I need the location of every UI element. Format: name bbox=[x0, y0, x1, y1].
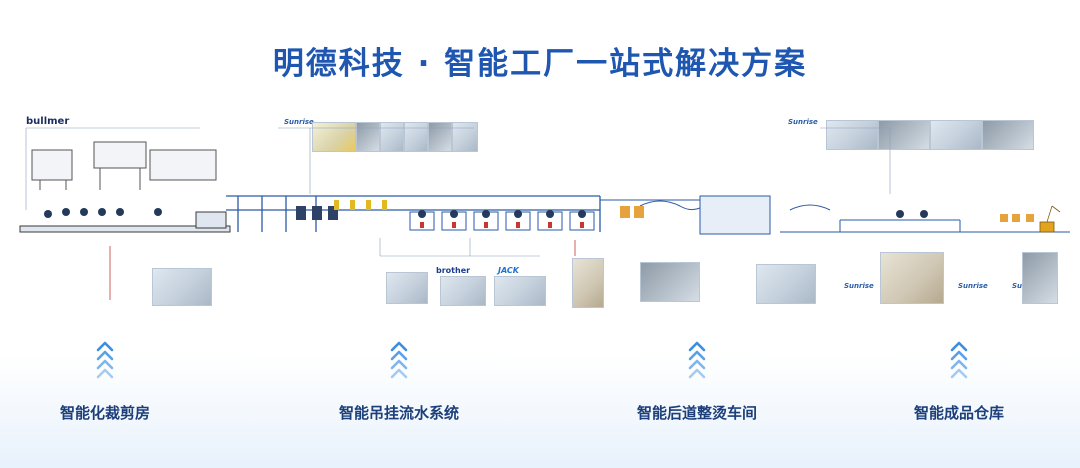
ironing-photo-1 bbox=[756, 264, 816, 304]
section-label-hanging: 智能吊挂流水系统 bbox=[338, 404, 459, 422]
sewing-machine-photo-1 bbox=[386, 272, 428, 304]
upward-arrow-icon bbox=[688, 341, 706, 379]
finishing-photo-2 bbox=[878, 120, 930, 150]
bullmer-logo: bullmer bbox=[26, 116, 70, 127]
section-label-finishing: 智能后道整烫车间 bbox=[636, 404, 757, 422]
robot-arm-photo bbox=[1022, 252, 1058, 304]
sewing-machine-photo-2 bbox=[440, 276, 486, 306]
cutting-room-machines bbox=[31, 141, 217, 190]
sewing-machine-photo-3 bbox=[494, 276, 546, 306]
hanging-line-photo-3 bbox=[380, 122, 404, 152]
finishing-photo-3 bbox=[930, 120, 982, 150]
automatic-machine-photo bbox=[572, 258, 604, 308]
brother-logo: brother bbox=[436, 266, 471, 275]
upward-arrow-icon bbox=[96, 341, 114, 379]
hanging-line-photo-6 bbox=[452, 122, 478, 152]
hanging-line-photo-5 bbox=[428, 122, 452, 152]
finishing-photo-4 bbox=[982, 120, 1034, 150]
tunnel-finisher-photo bbox=[640, 262, 700, 302]
cutting-floor bbox=[19, 211, 231, 233]
sunrise-logo-storage-1: Sunrise bbox=[958, 282, 988, 290]
sunrise-logo-finishing: Sunrise bbox=[788, 118, 818, 126]
hanging-line-photo-2 bbox=[356, 122, 380, 152]
hanging-line-photo-4 bbox=[404, 122, 428, 152]
page-title: 明德科技 · 智能工厂一站式解决方案 bbox=[272, 46, 808, 82]
hanging-yellow-hooks bbox=[334, 200, 387, 210]
sunrise-logo-hanging: Sunrise bbox=[284, 118, 314, 126]
hanging-rail bbox=[226, 195, 601, 232]
jack-logo: JACK bbox=[498, 266, 519, 275]
robot-arm bbox=[1039, 205, 1061, 233]
finishing-photo-1 bbox=[826, 120, 878, 150]
section-label-warehouse: 智能成品仓库 bbox=[913, 404, 1004, 422]
sunrise-logo-ironing: Sunrise bbox=[844, 282, 874, 290]
hanging-garments bbox=[296, 206, 338, 220]
section-label-cutting: 智能化裁剪房 bbox=[59, 404, 150, 422]
orange-garments bbox=[620, 206, 644, 218]
spreading-machine-photo bbox=[152, 268, 212, 306]
hanging-line-photo-1 bbox=[312, 122, 356, 152]
bottom-glow bbox=[0, 355, 1080, 468]
finishing-tunnel bbox=[699, 195, 771, 235]
upward-arrow-icon bbox=[950, 341, 968, 379]
workstations bbox=[409, 211, 595, 231]
upward-arrow-icon bbox=[390, 341, 408, 379]
packing-photo bbox=[880, 252, 944, 304]
